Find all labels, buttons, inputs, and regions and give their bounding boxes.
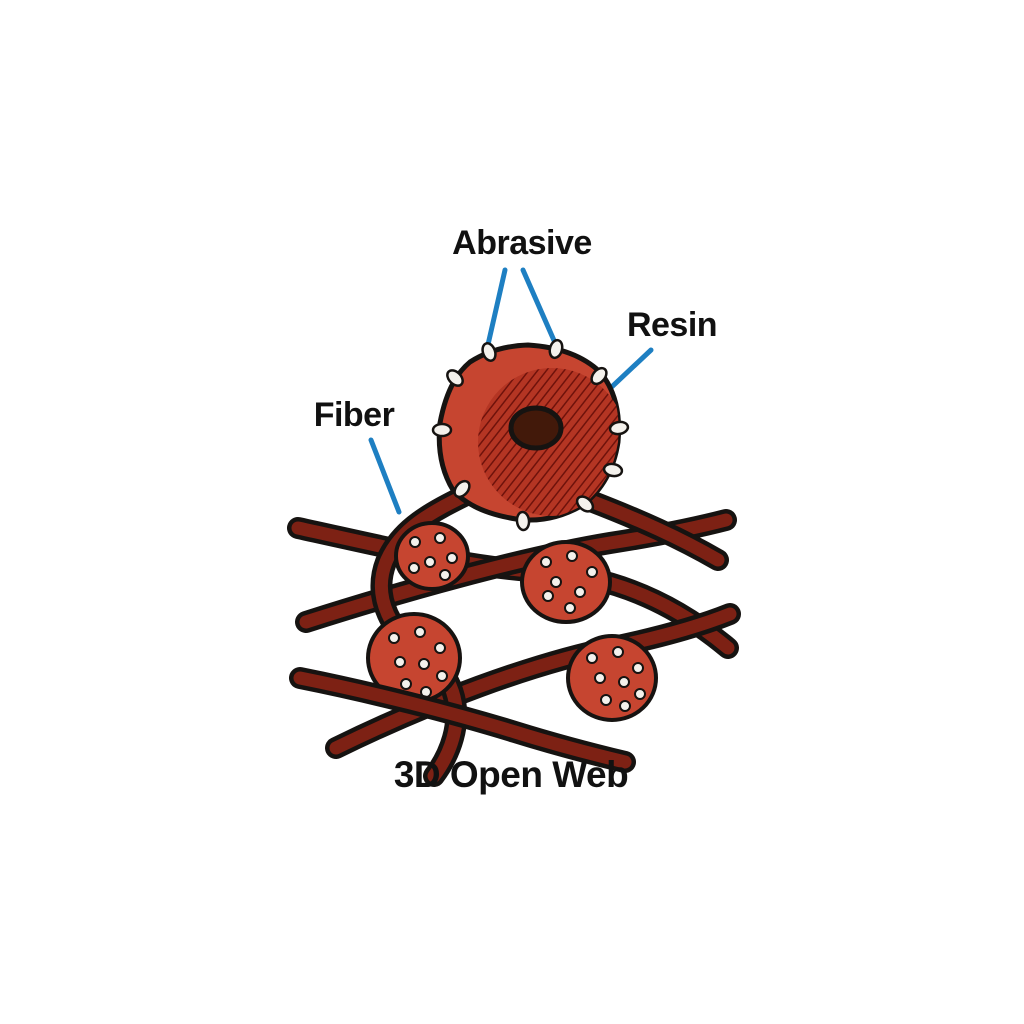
abrasive-leader-right — [520, 267, 559, 348]
leader-lines — [368, 267, 654, 515]
fiber-strand — [577, 489, 729, 571]
caption: 3D Open Web — [393, 754, 629, 795]
label-fiber: Fiber — [313, 396, 395, 434]
abrasive-node — [566, 634, 658, 722]
fiber-strands-back — [287, 489, 741, 759]
abrasive-node — [394, 521, 470, 591]
abrasive-particles — [431, 338, 630, 532]
abrasive-leader-left — [484, 267, 508, 352]
abrasive-node — [520, 540, 612, 624]
label-resin: Resin — [626, 306, 718, 344]
abrasive-nodes — [366, 521, 658, 722]
fiber-cross-section — [431, 338, 630, 532]
fiber-leader — [368, 437, 402, 515]
fiber-strand-front — [289, 667, 636, 773]
fiber-core — [508, 405, 564, 451]
label-abrasive: Abrasive — [452, 224, 592, 262]
